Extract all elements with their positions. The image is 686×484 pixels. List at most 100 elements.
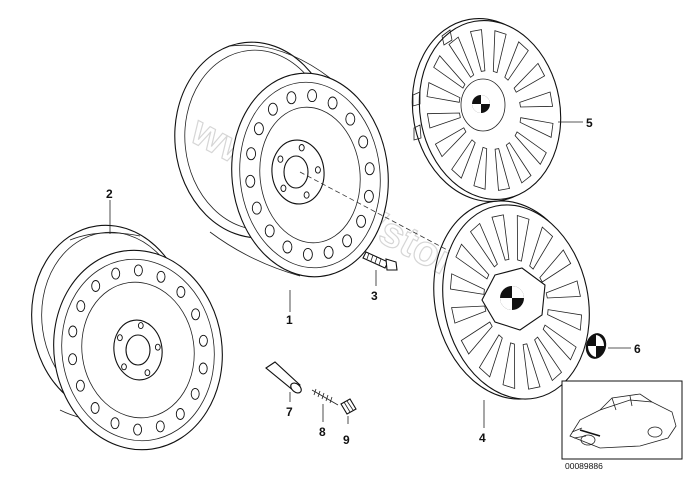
tire-valve[interactable] bbox=[265, 361, 303, 395]
vent bbox=[449, 273, 485, 295]
vent bbox=[491, 214, 510, 261]
hole bbox=[251, 201, 262, 215]
hole bbox=[267, 102, 278, 116]
hole bbox=[76, 300, 86, 313]
hole bbox=[133, 264, 143, 277]
steel-wheel-1[interactable] bbox=[165, 34, 398, 284]
hole bbox=[176, 286, 186, 298]
hole bbox=[327, 96, 338, 110]
hole bbox=[356, 214, 367, 228]
wheel-cover-4[interactable] bbox=[416, 187, 607, 414]
hole bbox=[264, 224, 275, 238]
vent bbox=[545, 280, 581, 299]
callout-1: 1 bbox=[286, 313, 293, 327]
vent bbox=[469, 29, 486, 72]
hole bbox=[298, 144, 305, 152]
callout-9: 9 bbox=[343, 433, 350, 447]
vent bbox=[460, 321, 493, 355]
hole bbox=[363, 189, 374, 203]
vent bbox=[494, 148, 511, 191]
hole bbox=[110, 417, 120, 430]
hole bbox=[286, 91, 297, 105]
callout-7: 7 bbox=[286, 405, 293, 419]
vent bbox=[505, 142, 532, 184]
hole bbox=[68, 353, 78, 366]
vent bbox=[478, 334, 503, 378]
vent bbox=[448, 36, 475, 78]
callout-3: 3 bbox=[371, 289, 378, 303]
vent bbox=[513, 62, 546, 93]
emblem-badge[interactable] bbox=[583, 331, 609, 361]
hole bbox=[280, 184, 287, 192]
vent bbox=[504, 41, 529, 81]
bolt-holes bbox=[277, 144, 321, 199]
callouts: 2 1 3 5 6 4 7 8 9 bbox=[106, 116, 641, 447]
vent bbox=[469, 222, 498, 268]
vent bbox=[519, 91, 554, 108]
hole bbox=[246, 147, 257, 161]
hole bbox=[91, 280, 101, 292]
vent bbox=[519, 117, 554, 139]
hole bbox=[358, 135, 369, 149]
hole bbox=[253, 122, 264, 136]
vent bbox=[539, 249, 572, 283]
steel-wheel-2[interactable] bbox=[20, 215, 236, 461]
hole bbox=[303, 191, 310, 199]
hole bbox=[191, 308, 201, 321]
ventilation-holes bbox=[68, 264, 208, 436]
vent bbox=[426, 81, 461, 103]
bolt-holes bbox=[117, 322, 161, 377]
callout-5: 5 bbox=[586, 116, 593, 130]
hole bbox=[198, 334, 208, 347]
callout-4: 4 bbox=[479, 431, 486, 445]
hole bbox=[277, 155, 284, 163]
hole bbox=[190, 387, 200, 400]
hole bbox=[90, 402, 100, 414]
hole bbox=[302, 247, 313, 261]
hole bbox=[323, 245, 334, 259]
vent bbox=[547, 309, 583, 331]
hole bbox=[155, 420, 165, 433]
hole bbox=[314, 166, 321, 174]
vent bbox=[514, 131, 547, 166]
hole bbox=[111, 267, 121, 280]
vent bbox=[516, 214, 530, 262]
callout-2: 2 bbox=[106, 187, 113, 201]
vehicle-thumbnail bbox=[561, 380, 683, 460]
cover-vents bbox=[449, 214, 583, 390]
hole bbox=[245, 174, 256, 188]
vent bbox=[451, 139, 476, 179]
valve-cap[interactable] bbox=[340, 398, 357, 415]
valve-core[interactable] bbox=[311, 388, 339, 406]
hole bbox=[307, 89, 318, 103]
callout-8: 8 bbox=[319, 425, 326, 439]
hole bbox=[154, 343, 161, 351]
ventilation-holes bbox=[245, 89, 375, 261]
hole bbox=[68, 325, 78, 338]
vent bbox=[529, 226, 554, 270]
hole bbox=[121, 363, 127, 371]
hole bbox=[75, 379, 85, 392]
wheel-bolt[interactable] bbox=[362, 251, 398, 271]
vent bbox=[434, 127, 467, 158]
hole bbox=[345, 112, 356, 126]
hole bbox=[175, 408, 185, 420]
vent bbox=[473, 146, 488, 190]
hole bbox=[137, 322, 144, 330]
vent bbox=[451, 305, 487, 324]
hole bbox=[364, 162, 375, 176]
hole bbox=[156, 270, 166, 283]
wheel-cover-5[interactable] bbox=[398, 7, 574, 213]
hole bbox=[133, 423, 143, 436]
cover-vents bbox=[426, 29, 554, 191]
vent bbox=[433, 54, 466, 89]
vent bbox=[542, 324, 577, 361]
callout-6: 6 bbox=[634, 342, 641, 356]
hole bbox=[144, 369, 151, 377]
vent bbox=[534, 336, 563, 382]
vent bbox=[522, 343, 541, 390]
hole bbox=[198, 362, 208, 375]
hole bbox=[282, 240, 293, 254]
vent bbox=[502, 342, 516, 390]
